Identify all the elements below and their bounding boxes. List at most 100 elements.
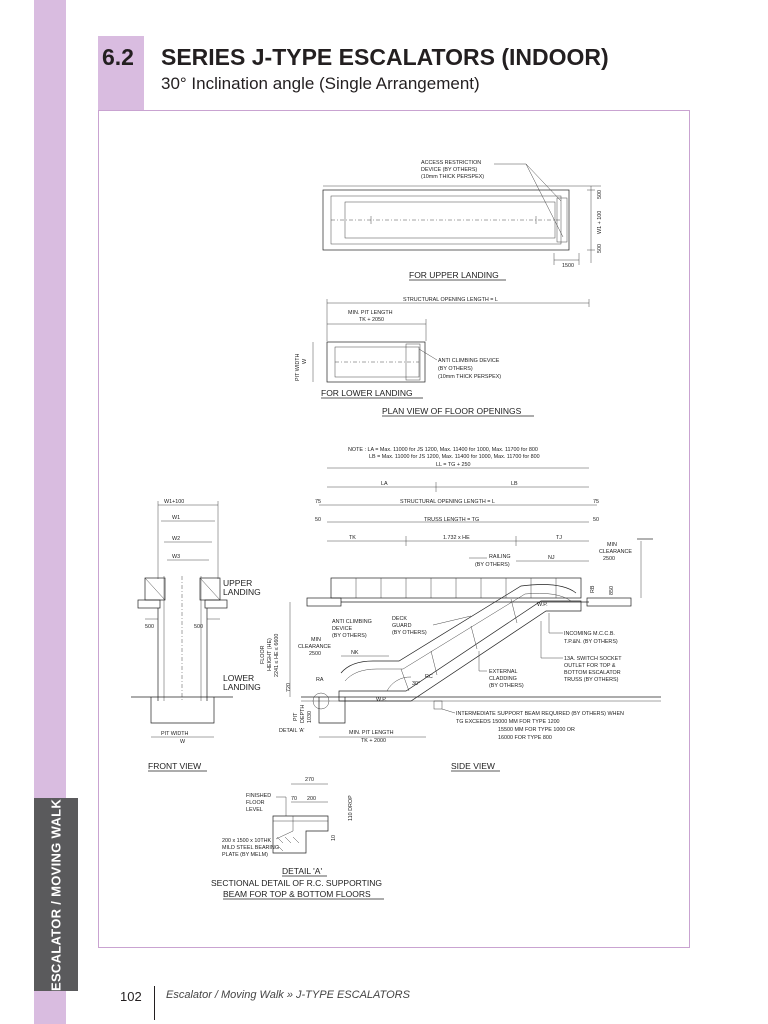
intermediate-1: INTERMEDIATE SUPPORT BEAM REQUIRED (BY O… bbox=[456, 711, 624, 717]
page-number: 102 bbox=[120, 989, 142, 1004]
access-label-3: (10mm THICK PERSPEX) bbox=[421, 174, 484, 180]
nj-dim: NJ bbox=[548, 555, 555, 561]
sidebar-tab-label: ESCALATOR / MOVING WALK bbox=[48, 798, 64, 991]
cladding-1: EXTERNAL bbox=[489, 669, 517, 675]
clearance-right-2: CLEARANCE bbox=[599, 549, 632, 555]
socket-4: TRUSS (BY OTHERS) bbox=[564, 677, 619, 683]
clearance-left-1: MIN bbox=[311, 637, 321, 643]
access-label-2: DEVICE (BY OTHERS) bbox=[421, 167, 477, 173]
min-pit-side-2: TK + 2000 bbox=[361, 738, 386, 744]
intermediate-2: TG EXCEEDS 15000 MM FOR TYPE 1200 bbox=[456, 719, 560, 725]
pit-depth-1: PIT bbox=[293, 712, 299, 721]
clearance-left-3: 2500 bbox=[309, 651, 321, 657]
front-view-caption: FRONT VIEW bbox=[148, 761, 201, 771]
floor-height-1: FLOOR bbox=[260, 645, 266, 664]
section-number: 6.2 bbox=[102, 44, 134, 70]
dim-1500: 1500 bbox=[562, 263, 574, 269]
rc-label: RC bbox=[425, 674, 433, 680]
rb-label: RB bbox=[590, 585, 596, 593]
plate-1: 200 x 1500 x 10THK bbox=[222, 838, 272, 844]
detail-ref: DETAIL 'A' bbox=[279, 728, 304, 734]
dim-850: 850 bbox=[609, 586, 615, 595]
floor-height-2: HEIGHT (HE) bbox=[267, 638, 273, 671]
drop-dim: 110 DROP bbox=[348, 795, 354, 821]
w2-dim: W2 bbox=[172, 536, 180, 542]
dim-75-left: 75 bbox=[315, 499, 321, 505]
ra-label: RA bbox=[316, 677, 324, 683]
dim-500-top: 500 bbox=[597, 190, 603, 199]
lower-landing-1: LOWER bbox=[223, 673, 254, 683]
tk-dim: TK bbox=[349, 535, 356, 541]
la-dim: LA bbox=[381, 481, 388, 487]
finished-floor-3: LEVEL bbox=[246, 807, 263, 813]
dim-200: 200 bbox=[307, 796, 316, 802]
cladding-3: (BY OTHERS) bbox=[489, 683, 524, 689]
deck-guard-3: (BY OTHERS) bbox=[392, 630, 427, 636]
anti-climb-side-1: ANTI CLIMBING bbox=[332, 619, 372, 625]
railing-2: (BY OTHERS) bbox=[475, 562, 510, 568]
lower-landing-2: LANDING bbox=[223, 682, 261, 692]
wp-lower: W.P. bbox=[376, 697, 387, 703]
dim-500-bottom: 500 bbox=[597, 244, 603, 253]
socket-3: BOTTOM ESCALATOR bbox=[564, 670, 621, 676]
detail-a-caption-1: SECTIONAL DETAIL OF R.C. SUPPORTING bbox=[211, 878, 382, 888]
w1-dim: W1 bbox=[172, 515, 180, 521]
footer-divider bbox=[154, 986, 155, 1020]
dim-75-right: 75 bbox=[593, 499, 599, 505]
anti-climb-plan-2: (BY OTHERS) bbox=[438, 366, 473, 372]
w3-dim: W3 bbox=[172, 554, 180, 560]
plan-view-caption: PLAN VIEW OF FLOOR OPENINGS bbox=[382, 406, 522, 416]
clearance-right-3: 2500 bbox=[603, 556, 615, 562]
pit-width-plan-2: W bbox=[302, 358, 308, 364]
pit-width-front-1: PIT WIDTH bbox=[161, 731, 189, 737]
he-dim: 1.732 x HE bbox=[443, 535, 470, 541]
side-view-caption: SIDE VIEW bbox=[451, 761, 495, 771]
truss-length: TRUSS LENGTH = TG bbox=[424, 517, 479, 523]
clearance-right-1: MIN bbox=[607, 542, 617, 548]
lb-dim: LB bbox=[511, 481, 518, 487]
incoming-1: INCOMING M.C.C.B. bbox=[564, 631, 615, 637]
drawing-canvas: ACCESS RESTRICTION DEVICE (BY OTHERS) (1… bbox=[131, 160, 661, 900]
dim-500-right: 500 bbox=[194, 624, 203, 630]
plate-3: PLATE (BY MELM) bbox=[222, 852, 268, 858]
sidebar-section-tab: ESCALATOR / MOVING WALK bbox=[34, 798, 78, 991]
min-pit-plan-1: MIN. PIT LENGTH bbox=[348, 310, 393, 316]
note-la: NOTE : LA = Max. 11000 for JS 1200, Max.… bbox=[348, 447, 538, 453]
detail-a-caption-2: BEAM FOR TOP & BOTTOM FLOORS bbox=[223, 889, 371, 899]
lower-landing-plan: STRUCTURAL OPENING LENGTH = L MIN. PIT L… bbox=[295, 297, 590, 417]
dim-50-left: 50 bbox=[315, 517, 321, 523]
finished-floor-2: FLOOR bbox=[246, 800, 265, 806]
dim-w1-100: W1 + 100 bbox=[597, 211, 603, 234]
dim-10: 10 bbox=[331, 835, 337, 841]
page-title: SERIES J-TYPE ESCALATORS (INDOOR) bbox=[161, 44, 609, 70]
socket-1: 13A. SWITCH SOCKET bbox=[564, 656, 622, 662]
pit-depth-3: 1030 bbox=[307, 711, 313, 723]
upper-landing-plan: ACCESS RESTRICTION DEVICE (BY OTHERS) (1… bbox=[322, 160, 603, 281]
pit-width-front-2: W bbox=[180, 739, 186, 745]
deck-guard-2: GUARD bbox=[392, 623, 412, 629]
intermediate-3: 15500 MM FOR TYPE 1000 OR bbox=[498, 727, 575, 733]
structural-opening-side: STRUCTURAL OPENING LENGTH = L bbox=[400, 499, 495, 505]
floor-height-3: 2241 ≤ HE ≤ 6600 bbox=[274, 634, 280, 677]
tj-dim: TJ bbox=[556, 535, 562, 541]
dim-70: 70 bbox=[291, 796, 297, 802]
w1-100-dim: W1+100 bbox=[164, 499, 184, 505]
section-number-box bbox=[98, 36, 144, 111]
technical-drawing: ACCESS RESTRICTION DEVICE (BY OTHERS) (1… bbox=[98, 110, 690, 948]
incoming-2: T.P.&N. (BY OTHERS) bbox=[564, 639, 618, 645]
min-pit-side-1: MIN. PIT LENGTH bbox=[349, 730, 394, 736]
detail-a: 270 70 200 110 DROP 10 FINISHED FLOOR LE… bbox=[211, 777, 384, 900]
anti-climb-plan-3: (10mm THICK PERSPEX) bbox=[438, 374, 501, 380]
upper-landing-1: UPPER bbox=[223, 578, 252, 588]
clearance-left-2: CLEARANCE bbox=[298, 644, 331, 650]
dim-270: 270 bbox=[305, 777, 314, 783]
angle-label: 30° bbox=[412, 681, 420, 687]
min-pit-plan-2: TK + 2050 bbox=[359, 317, 384, 323]
side-view: LL = TG + 250 LA LB 75 75 STRUCTURAL OPE… bbox=[260, 462, 661, 772]
lower-landing-caption: FOR LOWER LANDING bbox=[321, 388, 413, 398]
dim-500-left: 500 bbox=[145, 624, 154, 630]
pit-depth-2: DEPTH bbox=[300, 705, 306, 723]
plate-2: MILD STEEL BEARING bbox=[222, 845, 279, 851]
anti-climb-plan-1: ANTI CLIMBING DEVICE bbox=[438, 358, 500, 364]
dim-50-right: 50 bbox=[593, 517, 599, 523]
